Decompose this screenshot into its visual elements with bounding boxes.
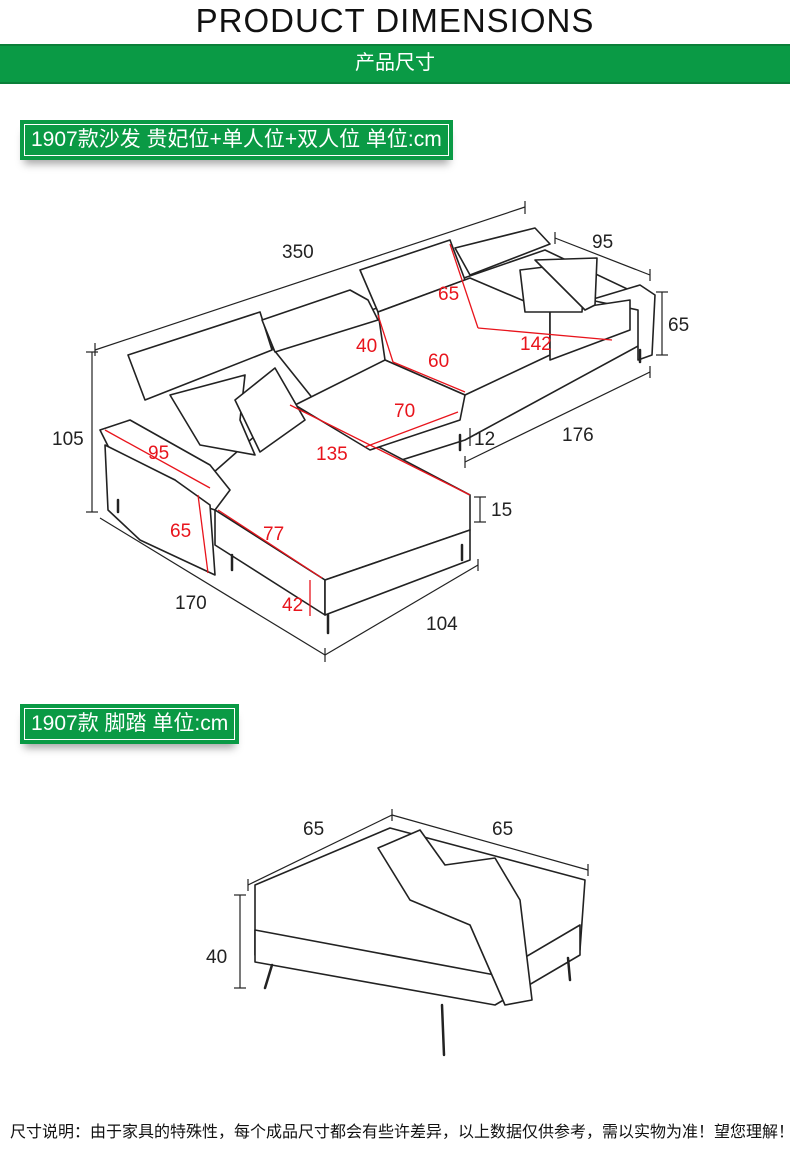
- dim-ottoman-height: 40: [206, 947, 227, 968]
- dim-red-seat-width-mid: 70: [394, 401, 415, 422]
- chaise-side: [324, 529, 471, 616]
- dim-ottoman-width: 65: [492, 819, 513, 840]
- dim-red-arm-side-height: 65: [170, 521, 191, 542]
- ottoman-throw-blanket: [377, 829, 533, 1006]
- backrest-cushion-4: [454, 227, 551, 276]
- pillow-right-2: [534, 257, 598, 311]
- seat-cushion-mid: [294, 359, 466, 451]
- ottoman-label-text: 1907款 脚踏 单位:cm: [24, 708, 236, 740]
- sofa-label-text: 1907款沙发 贵妃位+单人位+双人位 单位:cm: [24, 124, 449, 156]
- sofa-label-tag: 1907款沙发 贵妃位+单人位+双人位 单位:cm: [20, 120, 453, 160]
- dim-red-chaise-seat-width: 77: [263, 524, 284, 545]
- dim-red-arm-length: 95: [148, 443, 169, 464]
- dim-arm-height: 65: [668, 315, 689, 336]
- dim-red-back-height-a: 65: [438, 284, 459, 305]
- dim-leg-height: 12: [474, 429, 495, 450]
- section-banner-label: 产品尺寸: [355, 52, 435, 74]
- dim-chaise-width: 104: [426, 614, 458, 635]
- seat-cushion-far: [549, 299, 631, 361]
- pillow-left-2: [234, 367, 306, 453]
- backrest-cushion-1: [127, 311, 273, 401]
- dim-ottoman-length: 65: [303, 819, 324, 840]
- dim-main-length: 176: [562, 425, 594, 446]
- right-armrest: [589, 284, 656, 361]
- pillow-left: [169, 374, 256, 456]
- page-title: PRODUCT DIMENSIONS: [195, 2, 595, 39]
- dim-chaise-length: 170: [175, 593, 207, 614]
- dim-red-chaise-seat-length: 135: [316, 444, 348, 465]
- dim-red-seat-width-right: 142: [520, 334, 552, 355]
- dim-red-back-height-b: 40: [356, 336, 377, 357]
- dim-cushion-thickness: 15: [491, 500, 512, 521]
- dim-total-length: 350: [282, 242, 314, 263]
- backrest-cushion-2: [261, 289, 379, 353]
- section-banner: 产品尺寸: [0, 44, 790, 84]
- dim-height: 105: [52, 429, 84, 450]
- left-arm-side: [104, 444, 216, 576]
- dim-depth: 95: [592, 232, 613, 253]
- ottoman-label-tag: 1907款 脚踏 单位:cm: [20, 704, 240, 744]
- footer-note: 尺寸说明：由于家具的特殊性，每个成品尺寸都会有些许差异，以上数据仅供参考，需以实…: [10, 1124, 790, 1141]
- dim-red-seat-depth: 60: [428, 351, 449, 372]
- dim-seat-height: 42: [282, 595, 303, 616]
